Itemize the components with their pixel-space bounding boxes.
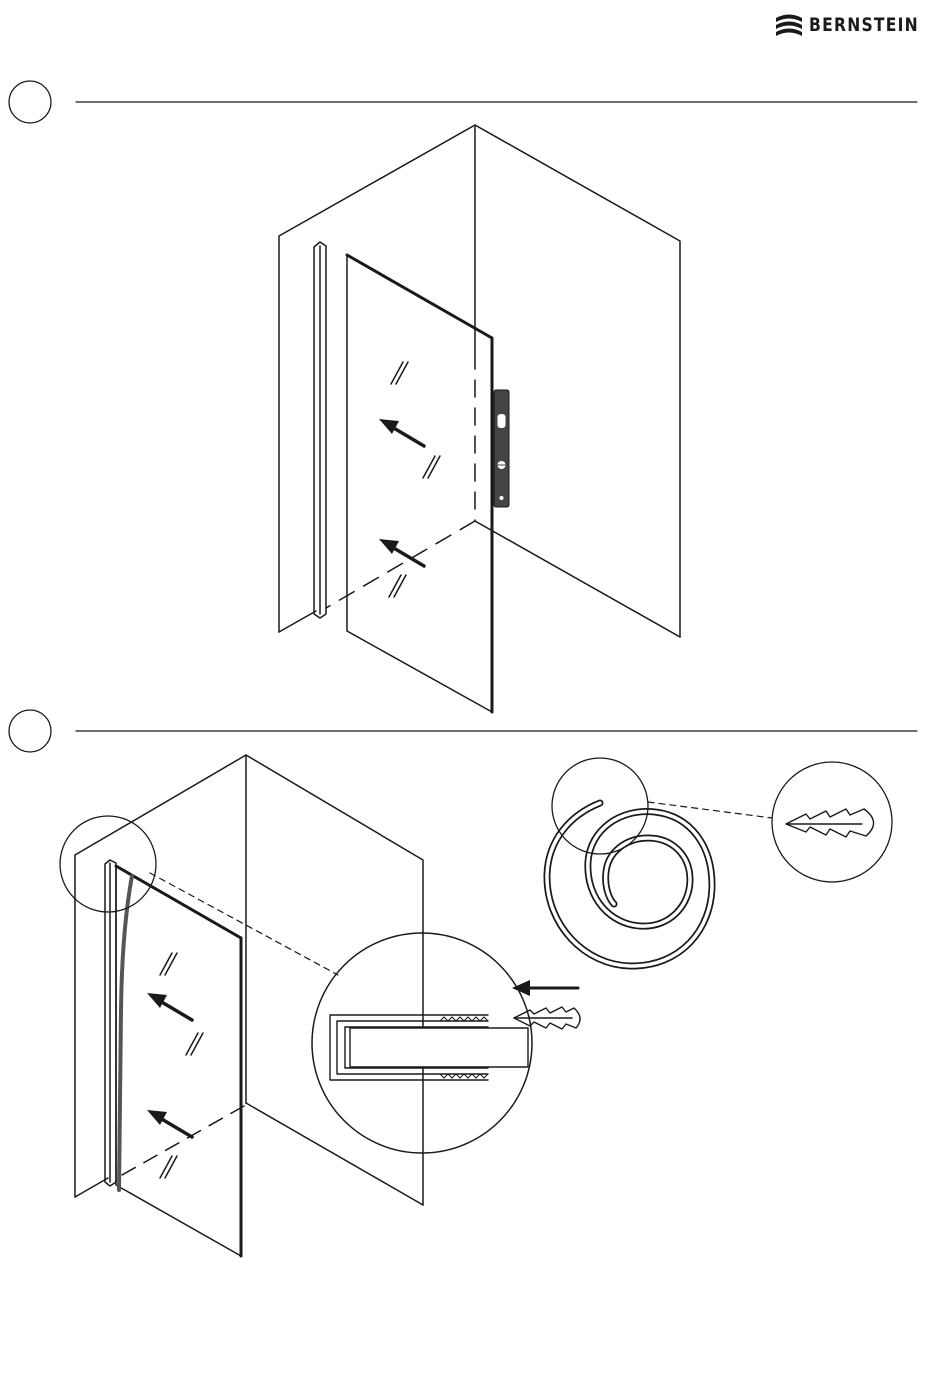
push-arrow-upper <box>379 419 424 446</box>
step-2-header <box>9 710 917 752</box>
step-2-number-circle <box>9 710 51 752</box>
wall-profile-2 <box>105 860 116 1186</box>
profile-cross-section-detail <box>312 933 532 1153</box>
insert-arrow <box>512 980 578 996</box>
step-2-illustration <box>60 755 892 1256</box>
glass-reflection-marks-2 <box>160 953 203 1178</box>
seal-profile-magnified <box>772 762 892 882</box>
glass-panel-2 <box>116 866 241 1256</box>
step-1-header <box>9 81 917 123</box>
seal-profile-piece <box>514 1007 580 1029</box>
corner-walls-2 <box>75 755 423 1205</box>
glass-panel <box>347 255 492 712</box>
push-arrow-lower <box>379 539 424 566</box>
callout-leader-line <box>150 873 338 975</box>
seal-coil <box>547 803 712 966</box>
wall-profile <box>314 242 326 618</box>
spirit-level-tool <box>494 390 509 507</box>
step-1-illustration <box>279 125 680 712</box>
push-arrow-lower-2 <box>147 1110 192 1137</box>
step-1-number-circle <box>9 81 51 123</box>
corner-walls <box>279 125 680 637</box>
push-arrow-upper-2 <box>147 993 192 1020</box>
hidden-corner-lines-2 <box>122 1106 244 1175</box>
level-hole <box>500 496 504 500</box>
hidden-corner-lines <box>326 352 475 608</box>
seal-strip <box>119 876 132 1190</box>
level-bubble-top <box>498 414 506 428</box>
